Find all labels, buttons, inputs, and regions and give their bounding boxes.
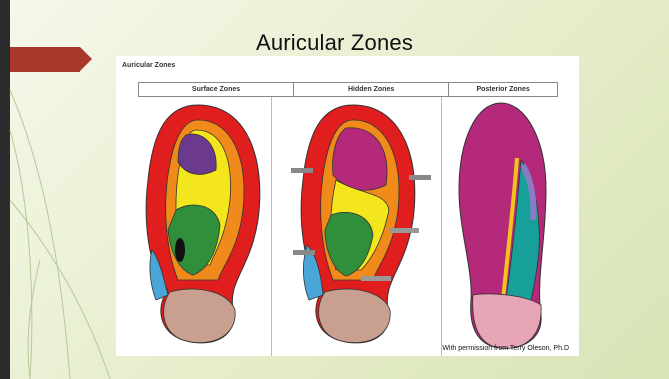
figure-heading: Auricular Zones (122, 62, 175, 69)
column-divider (441, 97, 442, 356)
slide-title: Auricular Zones (0, 30, 669, 56)
column-divider (271, 97, 272, 356)
surface-zones-ear-diagram (138, 100, 268, 350)
hidden-zones-ear-diagram (291, 100, 436, 350)
column-hidden-zones: Hidden Zones (294, 83, 449, 96)
column-posterior-zones: Posterior Zones (449, 83, 557, 96)
auricular-zones-figure: Auricular Zones Surface Zones Hidden Zon… (116, 56, 579, 356)
zone-column-headers: Surface Zones Hidden Zones Posterior Zon… (138, 82, 558, 97)
image-credit: With permission from Terry Oleson, Ph.D (442, 345, 569, 352)
column-surface-zones: Surface Zones (139, 83, 294, 96)
posterior-zones-ear-diagram (451, 100, 561, 352)
